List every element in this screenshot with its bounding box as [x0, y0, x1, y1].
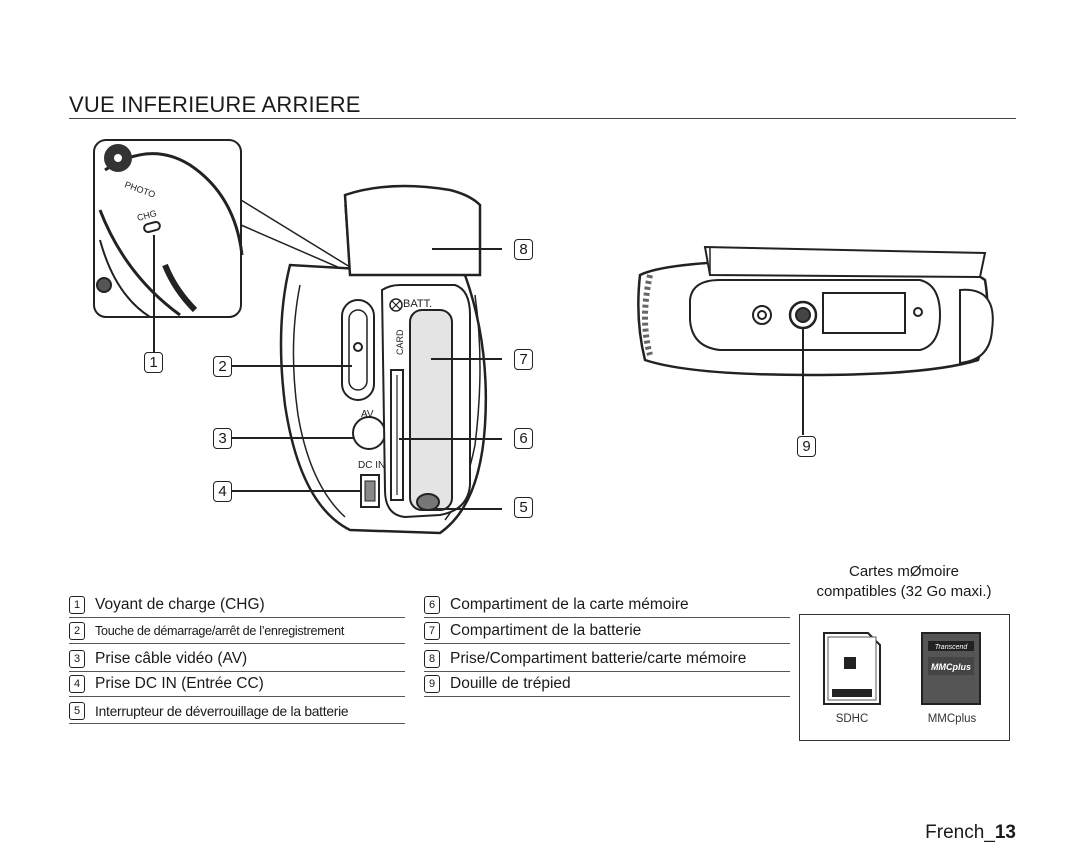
legend-item-9: 9 Douille de trépied	[424, 672, 790, 697]
callout-9: 9	[797, 436, 816, 457]
legend-text-5: Interrupteur de déverrouillage de la bat…	[95, 703, 349, 719]
legend-item-3: 3 Prise câble vidéo (AV)	[69, 647, 405, 672]
legend-num-3: 3	[69, 650, 85, 668]
av-label: AV	[361, 409, 374, 420]
legend-num-1: 1	[69, 596, 85, 614]
callout-8: 8	[514, 239, 533, 260]
legend-num-8: 8	[424, 650, 440, 668]
callout-4: 4	[213, 481, 232, 502]
chg-indicator-icon	[143, 220, 161, 234]
legend-item-1: 1 Voyant de charge (CHG)	[69, 593, 405, 618]
legend-text-1: Voyant de charge (CHG)	[95, 596, 265, 613]
legend-num-5: 5	[69, 702, 85, 720]
callout-1: 1	[144, 352, 163, 373]
legend-num-9: 9	[424, 675, 440, 693]
legend-num-4: 4	[69, 675, 85, 693]
cards-title: Cartes mØmoire compatibles (32 Go maxi.)	[795, 562, 1013, 602]
legend-text-9: Douille de trépied	[450, 675, 571, 692]
legend-text-2: Touche de démarrage/arrêt de l’enregistr…	[95, 624, 345, 638]
dc-in-label: DC IN	[358, 460, 385, 471]
mmcplus-label: MMCplus	[927, 713, 977, 725]
legend-num-2: 2	[69, 622, 85, 640]
page-title: VUE INFERIEURE ARRIERE	[69, 92, 361, 117]
legend-text-6: Compartiment de la carte mémoire	[450, 596, 689, 613]
card-label: CARD	[395, 329, 405, 355]
footer-language: French	[925, 822, 985, 843]
camcorder-bottom-illustration	[637, 245, 994, 435]
cards-title-line1: Cartes mØmoire	[848, 563, 960, 580]
callout-5: 5	[514, 497, 533, 518]
callout-2: 2	[213, 356, 232, 377]
callout-3: 3	[213, 428, 232, 449]
page-footer: French_13	[925, 822, 1016, 844]
legend-num-7: 7	[424, 622, 440, 640]
mmc-logo: MMCplus	[931, 662, 971, 672]
legend-item-2: 2 Touche de démarrage/arrêt de l’enregis…	[69, 619, 405, 644]
legend-num-6: 6	[424, 596, 440, 614]
cards-box: SDHC Transcend MMCplus MMCplus	[799, 614, 1010, 741]
legend-item-5: 5 Interrupteur de déverrouillage de la b…	[69, 699, 405, 724]
legend-item-4: 4 Prise DC IN (Entrée CC)	[69, 672, 405, 697]
batt-label: BATT.	[403, 298, 432, 310]
camcorder-rear-illustration: PHOTO CHG BATT. CARD AV DC IN	[93, 139, 502, 535]
legend-item-7: 7 Compartiment de la batterie	[424, 619, 790, 644]
page-number: 13	[994, 822, 1016, 843]
cards-title-line2: compatibles (32 Go maxi.)	[816, 583, 992, 600]
legend-text-7: Compartiment de la batterie	[450, 622, 642, 639]
legend-item-8: 8 Prise/Compartiment batterie/carte mémo…	[424, 647, 790, 672]
mmc-brand: Transcend	[935, 644, 969, 651]
legend-item-6: 6 Compartiment de la carte mémoire	[424, 593, 790, 618]
callout-6: 6	[514, 428, 533, 449]
sdhc-label: SDHC	[835, 713, 869, 725]
zoom-inset	[93, 139, 242, 318]
callout-7: 7	[514, 349, 533, 370]
title-rule	[69, 118, 1016, 119]
legend-text-8: Prise/Compartiment batterie/carte mémoir…	[450, 650, 747, 667]
legend-text-3: Prise câble vidéo (AV)	[95, 650, 248, 667]
mmcplus-card-icon: Transcend MMCplus	[921, 632, 981, 705]
sdhc-card-icon	[823, 632, 881, 705]
footer-separator: _	[984, 822, 995, 843]
legend-text-4: Prise DC IN (Entrée CC)	[95, 675, 264, 692]
